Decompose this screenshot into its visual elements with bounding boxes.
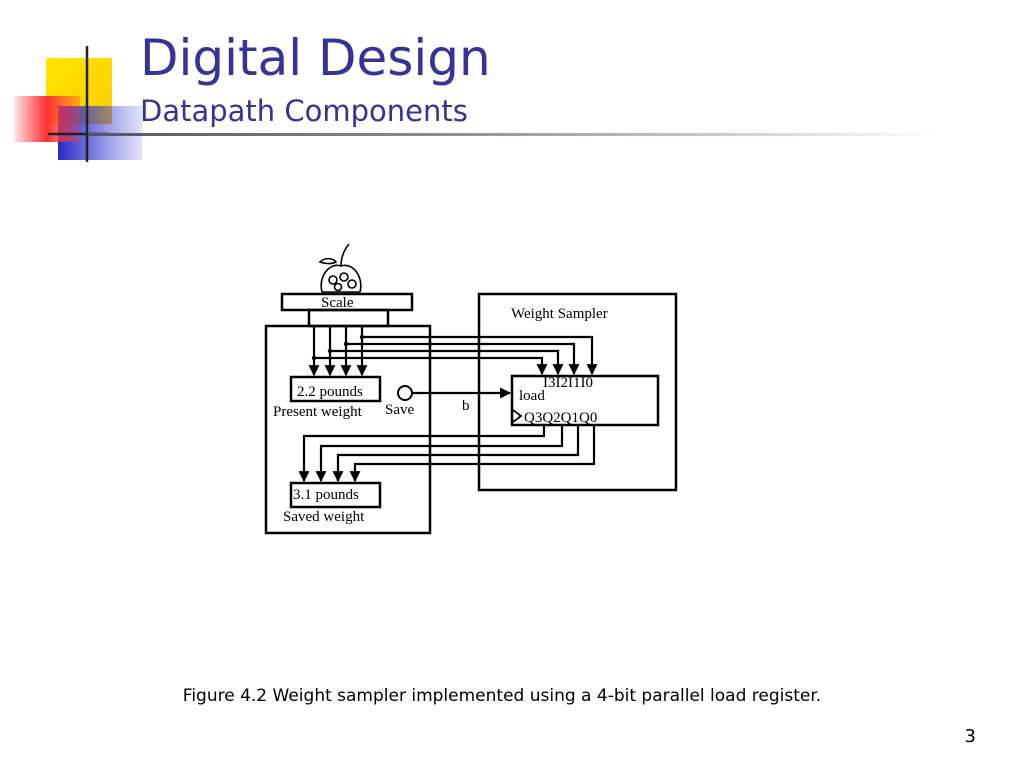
register-inputs-label: I3I2I1I0 (543, 375, 593, 391)
scale-label: Scale (321, 295, 354, 311)
register-box (510, 374, 660, 427)
wire-junction-dots (311, 334, 365, 361)
title-underline (88, 133, 940, 136)
present-weight-label: Present weight (273, 404, 363, 420)
register-outputs-label: Q3Q2Q1Q0 (524, 410, 597, 426)
scale-to-register-wires (314, 335, 598, 376)
scale-outer-box (264, 324, 432, 535)
register-to-saved-wires (298, 425, 596, 483)
saved-weight-label: Saved weight (283, 509, 365, 525)
figure-caption: Figure 4.2 Weight sampler implemented us… (182, 686, 822, 706)
apple-icon (318, 243, 362, 293)
weight-sampler-label: Weight Sampler (511, 306, 608, 322)
saved-weight-value: 3.1 pounds (293, 487, 359, 503)
saved-weight-display (289, 481, 382, 509)
slide-subtitle: Datapath Components (140, 94, 468, 128)
register-load-label: load (519, 388, 545, 404)
signal-b-label: b (462, 398, 470, 414)
save-button-label: Save (385, 402, 415, 418)
present-weight-value: 2.2 pounds (297, 384, 363, 400)
present-weight-display (289, 375, 382, 403)
page-number: 3 (964, 726, 976, 747)
slide-title: Digital Design (140, 29, 491, 87)
register-clock-symbol (512, 409, 523, 423)
save-button-circle (397, 385, 413, 401)
